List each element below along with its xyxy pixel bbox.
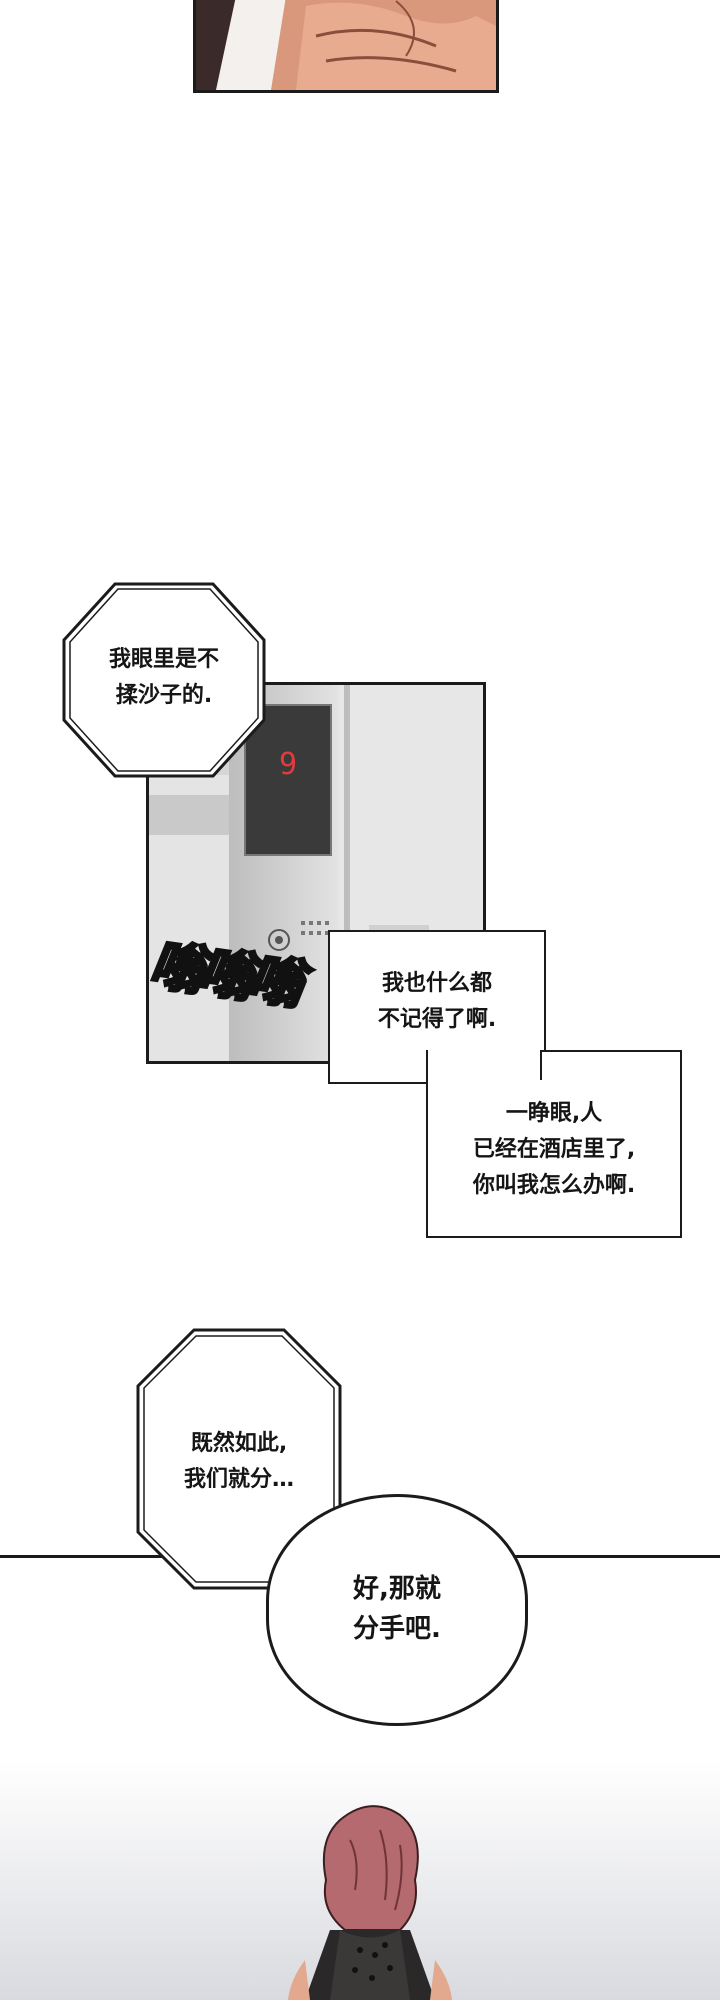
caption-2-line-1: 我也什么都	[381, 971, 492, 996]
speech-bubble-5: 好,那就 分手吧.	[266, 1494, 528, 1726]
elevator-panel: 9	[146, 682, 486, 1064]
hand-illustration	[196, 0, 496, 90]
floor-display: 9	[278, 747, 298, 782]
bubble-1-line-2: 揉沙子的.	[115, 683, 213, 708]
caption-box-3: 一睁眼,人 已经在酒店里了, 你叫我怎么办啊.	[426, 1050, 682, 1238]
caption-join-edge	[540, 1050, 542, 1080]
bubble-1-shape	[62, 582, 266, 778]
woman-illustration	[288, 1805, 452, 2000]
woman-figure	[260, 1800, 480, 2000]
bubble-5-line-2: 分手吧.	[353, 1614, 441, 1644]
caption-3-line-3: 你叫我怎么办啊.	[472, 1173, 636, 1198]
bubble-5-line-1: 好,那就	[353, 1574, 441, 1604]
bubble-4-line-2: 我们就分…	[183, 1467, 294, 1492]
speech-bubble-1: 我眼里是不 揉沙子的.	[60, 580, 268, 780]
bubble-4-line-1: 既然如此,	[190, 1431, 288, 1456]
speech-bubble-4: 既然如此, 我们就分…	[134, 1326, 344, 1592]
caption-3-line-2: 已经在酒店里了,	[472, 1137, 636, 1162]
top-hand-panel	[193, 0, 499, 93]
caption-join	[428, 1050, 542, 1082]
caption-2-line-2: 不记得了啊.	[377, 1007, 497, 1032]
caption-3-line-1: 一睁眼,人	[505, 1101, 603, 1126]
bubble-1-line-1: 我眼里是不	[108, 647, 219, 672]
